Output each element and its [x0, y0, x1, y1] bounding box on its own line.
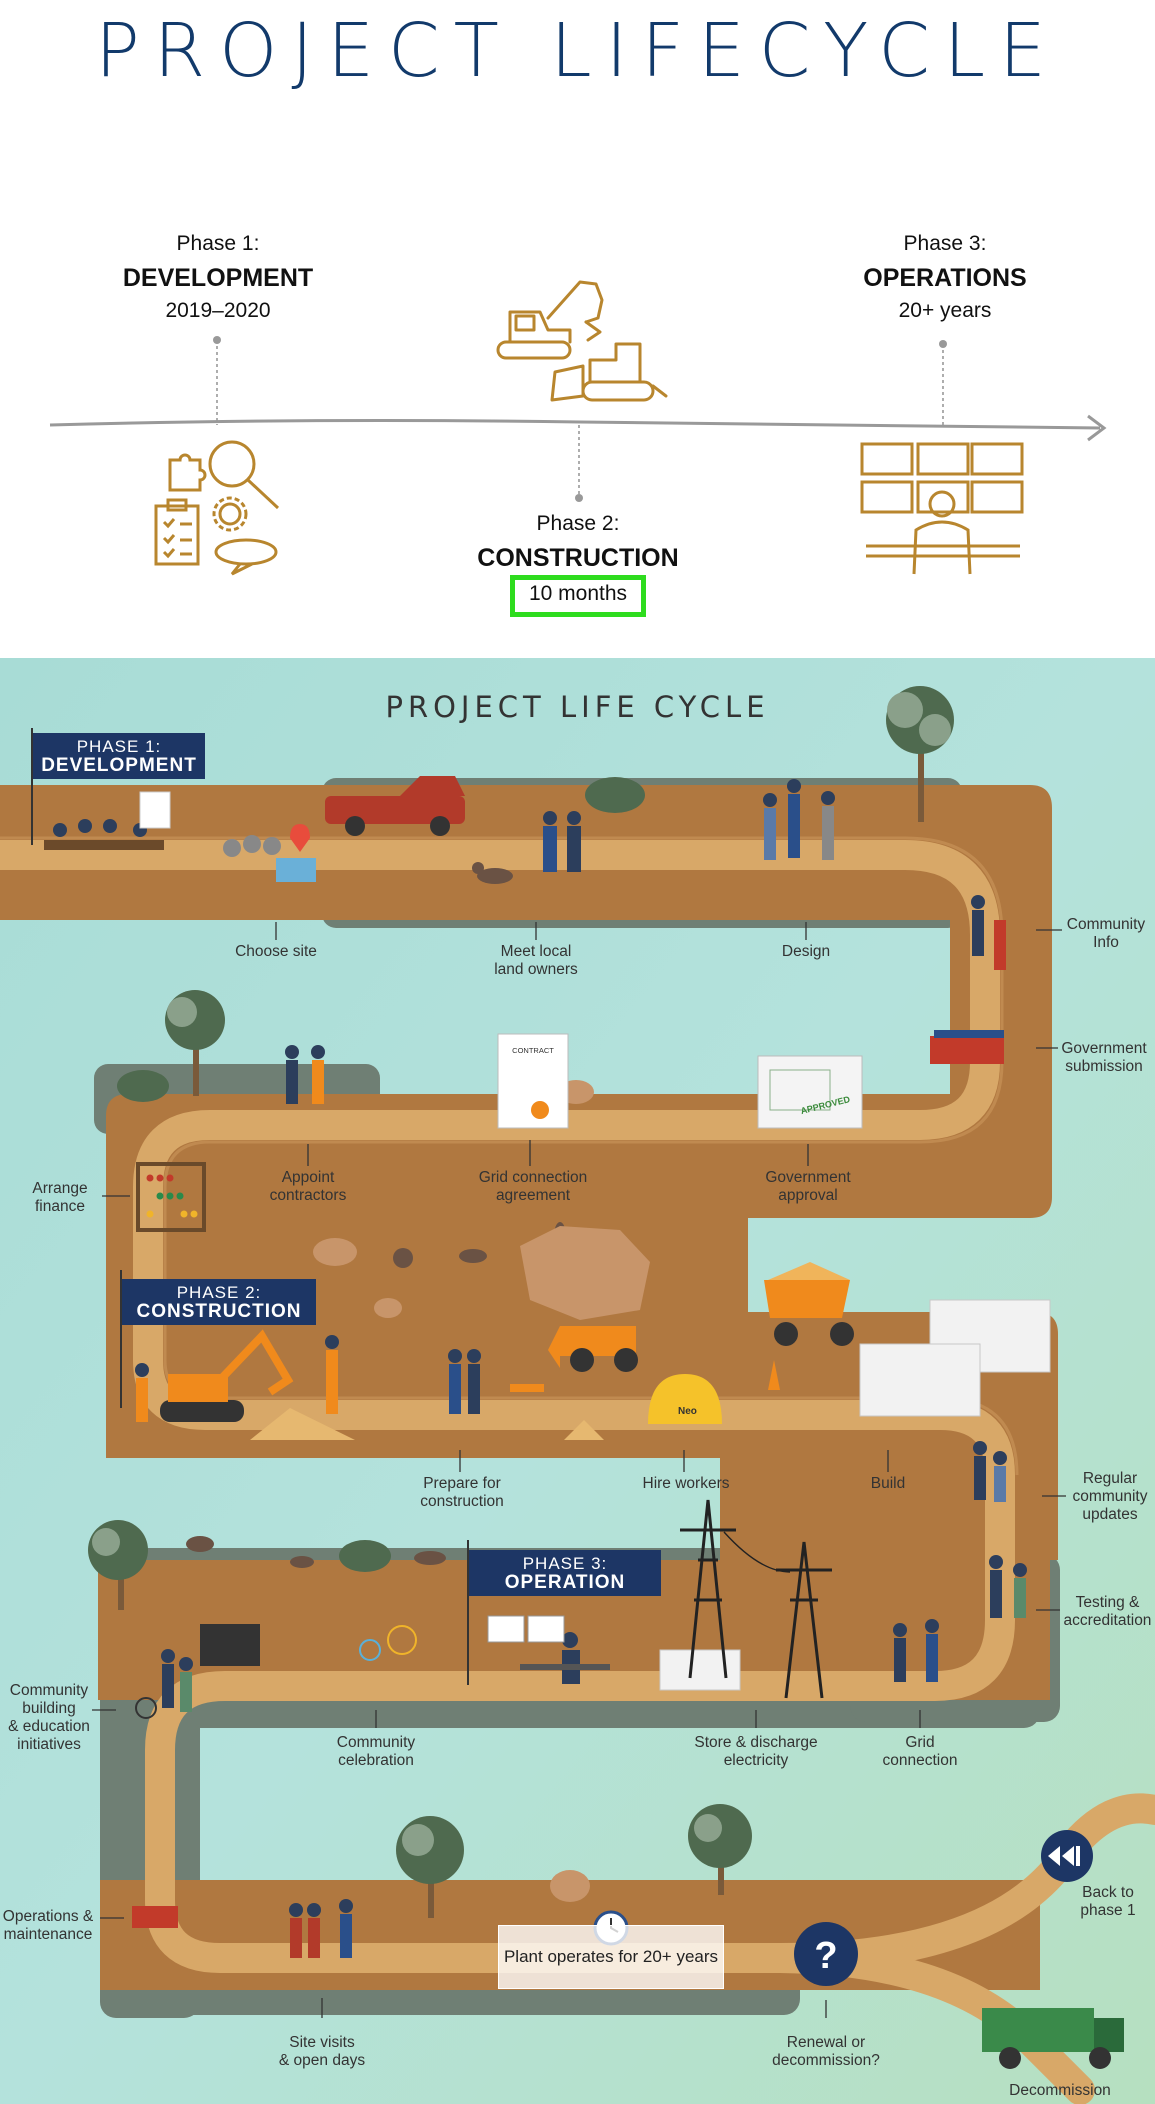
phase-1-flag-line1: PHASE 1: [76, 737, 162, 756]
binoculars-icon [223, 835, 281, 857]
phase-1-name: DEVELOPMENT [122, 264, 314, 292]
timeline-graphic [49, 280, 1107, 576]
phase-2-duration-highlight: 10 months [509, 575, 647, 617]
bulldozer-icon [550, 342, 668, 402]
step-choose-site: Choose site [235, 943, 317, 960]
step-appoint-contractors: Appoint contractors [269, 1169, 347, 1204]
phase-3-flag-line2: OPERATION [504, 1572, 626, 1593]
excavator-machine-icon [160, 1329, 294, 1422]
phase-3-number: Phase 3: [903, 232, 987, 255]
fireworks-icon [359, 1625, 417, 1661]
loader-icon [548, 1326, 638, 1372]
step-build: Build [870, 1475, 906, 1492]
contract-label: CONTRACT [512, 1046, 554, 1055]
documents-icon [930, 1030, 1004, 1064]
checklist-icon [154, 498, 200, 566]
phase-2-block: Phase 2: CONSTRUCTION 10 months [438, 512, 718, 617]
question-mark-icon: ? [794, 1922, 858, 1986]
lifecycle-infographic: CONTRACT APPROVED Neo ? [0, 658, 1155, 2104]
rock-icons [313, 1080, 650, 1902]
step-testing: Testing & accreditation [1063, 1594, 1152, 1629]
recycling-truck-icon [982, 2008, 1124, 2069]
gear-icon [212, 496, 248, 532]
step-prepare-construction: Prepare for construction [420, 1475, 504, 1510]
hard-hat-icon [648, 1374, 722, 1424]
abacus-icon [136, 1162, 206, 1232]
tree-icons [88, 686, 954, 1918]
flag-poles [31, 728, 469, 1685]
bush-icons [117, 777, 645, 1572]
phase-2-flag-line1: PHASE 2: [176, 1283, 262, 1302]
toolbox-icon [132, 1906, 178, 1928]
classroom-board-icon [200, 1624, 260, 1666]
page-title: PROJECT LIFECYCLE [95, 8, 1060, 94]
phase-1-block: Phase 1: DEVELOPMENT 2019–2020 [98, 232, 338, 323]
step-grid-connection: Grid connection [882, 1734, 958, 1769]
ute-truck-icon [325, 776, 465, 836]
phase-3-duration: 20+ years [898, 299, 992, 322]
phase-3-block: Phase 3: OPERATIONS 20+ years [840, 232, 1050, 323]
phase-2-name: CONSTRUCTION [477, 544, 679, 572]
phase-1-number: Phase 1: [176, 232, 260, 255]
phase-2-flag-line2: CONSTRUCTION [136, 1301, 302, 1322]
plant-operates-label: Plant operates for 20+ years [503, 1947, 719, 1966]
step-hire-workers: Hire workers [642, 1475, 730, 1492]
step-site-visits: Site visits & open days [278, 2034, 366, 2069]
phase-3-name: OPERATIONS [863, 264, 1027, 292]
step-community-celebration: Community celebration [336, 1734, 416, 1769]
step-decommission: Decommission [1009, 2082, 1111, 2099]
phase-3-flag-line1: PHASE 3: [522, 1554, 608, 1573]
phase-1-duration: 2019–2020 [165, 299, 271, 322]
step-renewal: Renewal or decommission? [772, 2034, 880, 2069]
step-meet-owners: Meet local land owners [494, 943, 578, 978]
phase-2-duration: 10 months [528, 582, 628, 605]
excavator-icon [496, 280, 604, 360]
step-regular-updates: Regular community updates [1072, 1470, 1148, 1523]
hard-hat-label: Neo [678, 1406, 697, 1417]
approved-plan-icon [757, 1055, 863, 1129]
step-design: Design [781, 943, 831, 960]
sand-piles [250, 1408, 604, 1440]
phase-1-flag-line2: DEVELOPMENT [41, 755, 197, 776]
phase-3-flag: PHASE 3: OPERATION [469, 1550, 661, 1596]
contract-document-icon [497, 1033, 569, 1129]
step-community-building: Community building & education initiativ… [8, 1682, 90, 1753]
back-to-phase1-icon [1041, 1830, 1093, 1882]
step-grid-agreement: Grid connection agreement [478, 1169, 588, 1204]
step-community-info: Community Info [1066, 916, 1146, 951]
magnifier-icon [208, 440, 280, 510]
operator-icon [912, 490, 972, 575]
infographic-title: PROJECT LIFE CYCLE [385, 690, 770, 724]
plant-operates-box: Plant operates for 20+ years [498, 1925, 724, 1989]
traffic-cone-icon [768, 1360, 780, 1390]
barrier-icon [510, 1384, 544, 1392]
wheelchair-icon [135, 1697, 157, 1719]
people-figures [44, 779, 1027, 1958]
operator-desk-icon [487, 1615, 610, 1670]
step-gov-submission: Government submission [1061, 1040, 1147, 1075]
timeline-connectors [213, 336, 947, 502]
phase-2-flag: PHASE 2: CONSTRUCTION [122, 1279, 316, 1325]
step-operations-maintenance: Operations & maintenance [2, 1908, 94, 1943]
step-store-discharge: Store & discharge electricity [694, 1734, 818, 1769]
step-gov-approval: Government approval [765, 1169, 851, 1204]
speech-bubble-icon [214, 538, 278, 576]
step-back-to-phase1: Back to phase 1 [1080, 1884, 1136, 1919]
phase-2-number: Phase 2: [536, 512, 620, 535]
svg-text:?: ? [814, 1935, 837, 1977]
map-pin-icon [276, 824, 316, 882]
animal-icons [186, 862, 566, 1568]
monitor-wall-icon [860, 442, 1024, 558]
puzzle-icon [168, 453, 207, 492]
label-connectors [92, 922, 1066, 2018]
timeline-arrow [49, 414, 1107, 442]
transmission-tower-icon [680, 1499, 832, 1699]
phase-1-flag: PHASE 1: DEVELOPMENT [33, 733, 205, 779]
dump-truck-icon [764, 1262, 854, 1346]
step-arrange-finance: Arrange finance [32, 1180, 88, 1215]
mailbox-icon [994, 920, 1006, 970]
